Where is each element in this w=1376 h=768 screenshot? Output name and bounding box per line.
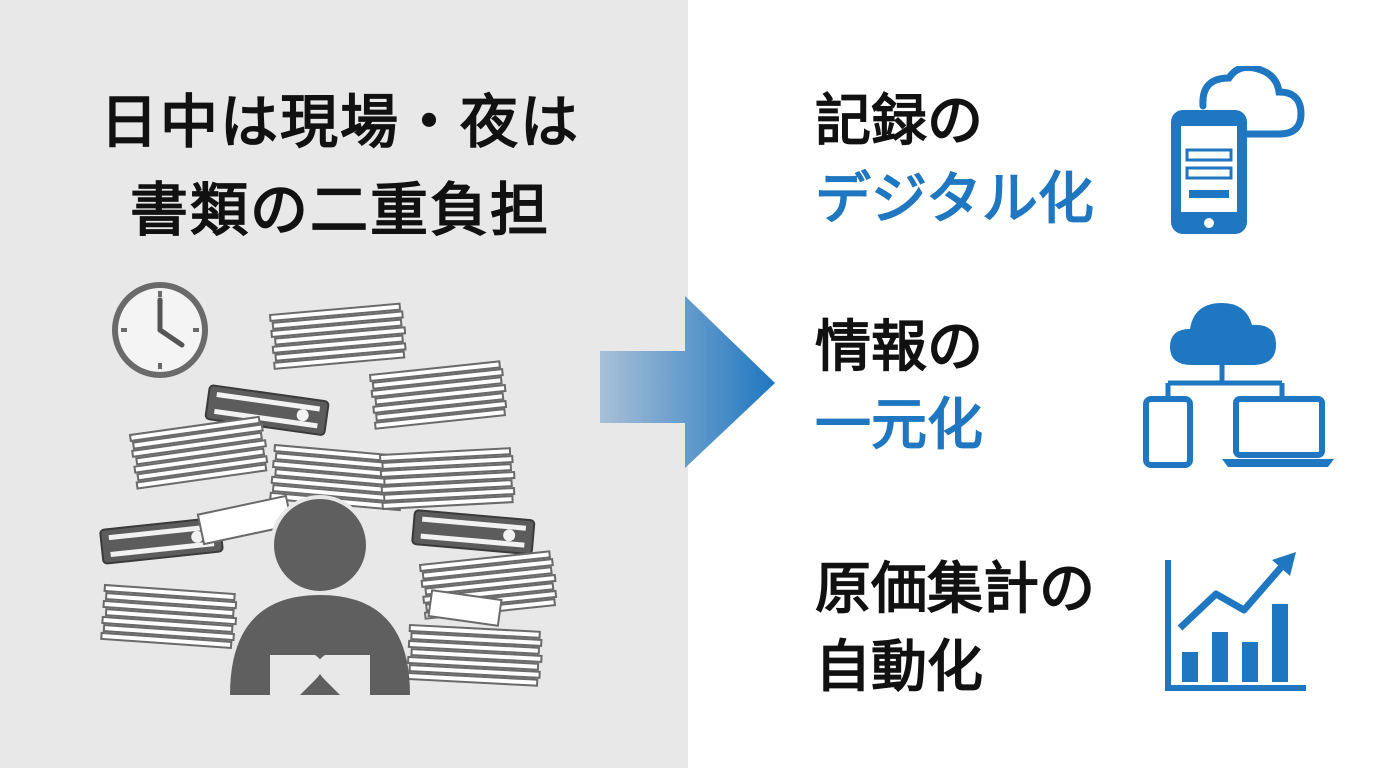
solution-2-line1: 情報の bbox=[815, 315, 983, 380]
solution-3-line2: 自動化 bbox=[815, 635, 983, 700]
cloud-network-icon bbox=[1143, 303, 1334, 468]
problem-title-line2: 書類の二重負担 bbox=[129, 176, 550, 244]
overwhelmed-person-icon bbox=[230, 495, 410, 695]
smartphone-cloud-icon bbox=[1171, 66, 1305, 234]
solution-2-line2: 一元化 bbox=[815, 393, 983, 458]
paper-stack-icon bbox=[269, 302, 409, 370]
paper-stack-icon bbox=[379, 447, 517, 510]
paper-stack-icon bbox=[406, 624, 544, 687]
paperwork-overload-illustration bbox=[99, 282, 559, 695]
transition-arrow-icon bbox=[600, 296, 775, 468]
binder-icon bbox=[411, 509, 536, 556]
bar-chart-growth-icon bbox=[1165, 552, 1306, 691]
paper-stack-icon bbox=[100, 584, 239, 650]
paper-stack-icon bbox=[369, 360, 509, 430]
paper-stack-icon bbox=[129, 415, 271, 490]
problem-title: 日中は現場・夜は 書類の二重負担 bbox=[40, 78, 640, 254]
problem-title-line1: 日中は現場・夜は bbox=[99, 88, 580, 156]
solution-1-line2: デジタル化 bbox=[815, 167, 1094, 232]
solution-1-line1: 記録の bbox=[815, 89, 983, 154]
solution-3-line1: 原価集計の bbox=[815, 557, 1095, 622]
clock-icon bbox=[112, 282, 208, 378]
